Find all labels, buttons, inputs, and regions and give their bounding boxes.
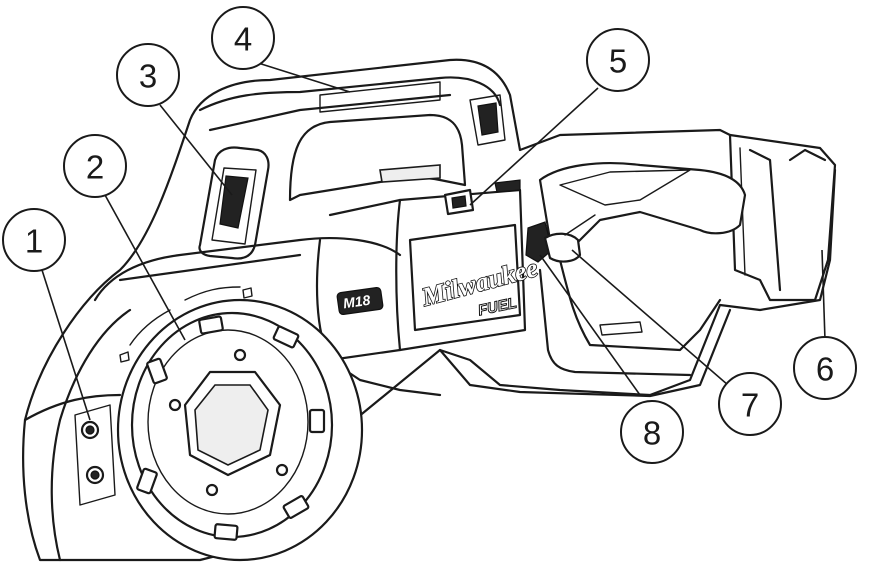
callout-4: 4 (211, 6, 275, 70)
callout-4-label: 4 (234, 21, 252, 58)
battery-badge: M18 (342, 292, 371, 312)
leader-lines (41, 61, 826, 421)
callout-1: 1 (2, 208, 66, 272)
callout-3: 3 (116, 43, 180, 107)
callout-1-label: 1 (25, 223, 43, 260)
callout-6: 6 (793, 336, 857, 400)
callout-2: 2 (63, 134, 127, 198)
callout-2-label: 2 (86, 149, 104, 186)
callout-6-label: 6 (816, 351, 834, 388)
callout-5: 5 (586, 28, 650, 92)
callout-7-label: 7 (741, 387, 759, 424)
callout-8-label: 8 (643, 415, 661, 452)
callout-3-label: 3 (139, 58, 157, 95)
callout-7: 7 (718, 372, 782, 436)
callout-5-label: 5 (609, 43, 627, 80)
chuck-assembly (116, 298, 364, 562)
callout-8: 8 (620, 400, 684, 464)
